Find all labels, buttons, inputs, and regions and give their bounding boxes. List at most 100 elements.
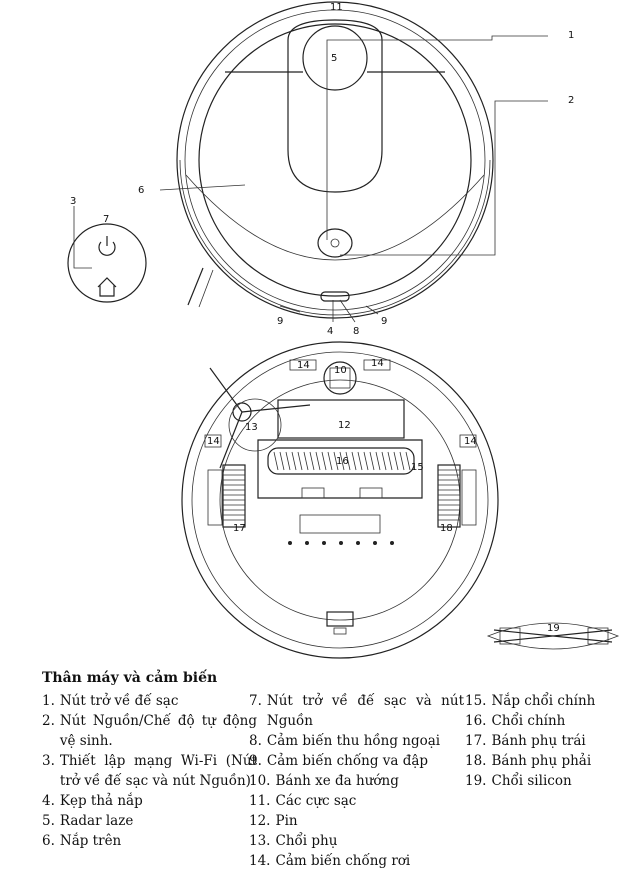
legend-item: 4.Kẹp thả nắp <box>42 791 257 811</box>
legend-item-text: Bánh phụ trái <box>491 733 586 749</box>
legend-item-text: Các cực sạc <box>275 793 357 809</box>
legend-item: 3.Thiết lập mạng Wi-Fi (Nút trở về đế sạ… <box>42 751 257 791</box>
legend-item-number: 10. <box>249 773 271 789</box>
legend-item: 10.Bánh xe đa hướng <box>249 771 464 791</box>
callout-8: 8 <box>353 326 359 337</box>
callout-4: 4 <box>327 326 333 337</box>
legend-item-text: Nút Nguồn/Chế độ tự động vệ sinh. <box>59 713 257 749</box>
legend-item: 16.Chổi chính <box>465 711 625 731</box>
callout-14d: 14 <box>464 436 477 447</box>
legend-item: 11.Các cực sạc <box>249 791 464 811</box>
legend-item-number: 13. <box>249 833 271 849</box>
legend-item: 17.Bánh phụ trái <box>465 731 625 751</box>
legend-item-number: 5. <box>42 813 55 829</box>
callout-17: 17 <box>233 523 246 534</box>
legend-item-number: 19. <box>465 773 487 789</box>
power-icon <box>98 236 116 256</box>
side-brush <box>232 402 252 422</box>
legend-item: 15.Nắp chổi chính <box>465 691 625 711</box>
callout-14c: 14 <box>207 436 220 447</box>
legend-item-number: 9. <box>249 753 262 769</box>
legend-item: 5.Radar laze <box>42 811 257 831</box>
legend-item-text: Chổi phụ <box>275 833 338 849</box>
callout-7: 7 <box>103 214 109 225</box>
bottom-view <box>181 341 499 659</box>
legend-item-text: Thiết lập mạng Wi-Fi (Nút trở về đế sạc … <box>59 753 257 789</box>
legend-item-number: 8. <box>249 733 262 749</box>
legend-item-number: 14. <box>249 853 271 869</box>
callout-5: 5 <box>331 53 337 64</box>
callout-18: 18 <box>440 523 453 534</box>
legend-item-number: 12. <box>249 813 271 829</box>
legend-item-text: Nắp trên <box>59 833 122 849</box>
callout-15: 15 <box>411 462 424 473</box>
laser-radar <box>302 25 368 91</box>
legend-item: 12.Pin <box>249 811 464 831</box>
callout-1: 1 <box>568 30 574 41</box>
legend-item-number: 6. <box>42 833 55 849</box>
callout-19: 19 <box>547 623 560 634</box>
legend-item: 7.Nút trở về đế sạc và nút Nguồn <box>249 691 464 731</box>
callout-6: 6 <box>138 185 144 196</box>
legend: Thân máy và cảm biến 1.Nút trở về đế sạc… <box>42 668 622 869</box>
legend-item: 14.Cảm biến chống rơi <box>249 851 464 871</box>
legend-item-number: 11. <box>249 793 271 809</box>
legend-item: 18.Bánh phụ phải <box>465 751 625 771</box>
callout-3: 3 <box>70 196 76 207</box>
legend-item-number: 18. <box>465 753 487 769</box>
radar-housing <box>287 19 383 193</box>
callout-9a: 9 <box>277 316 283 327</box>
caster-wheel <box>323 361 357 395</box>
right-wheel <box>437 464 461 528</box>
callout-12: 12 <box>338 420 351 431</box>
top-buttons <box>317 228 353 258</box>
main-brush-cover <box>257 439 423 499</box>
legend-item-number: 7. <box>249 693 262 709</box>
callout-11: 11 <box>330 2 343 13</box>
legend-item-text: Chổi chính <box>491 713 566 729</box>
legend-item-text: Radar laze <box>59 813 134 829</box>
legend-item: 6.Nắp trên <box>42 831 257 851</box>
callout-9b: 9 <box>381 316 387 327</box>
robot-vacuum-diagram: 11 1 2 5 6 3 7 9 4 8 9 14 10 14 12 13 14… <box>67 1 620 659</box>
legend-item: 19.Chổi silicon <box>465 771 625 791</box>
legend-item-number: 3. <box>42 753 55 769</box>
main-brush <box>267 447 415 475</box>
legend-item: 13.Chổi phụ <box>249 831 464 851</box>
legend-item-text: Cảm biến chống va đập <box>266 753 429 769</box>
legend-item-number: 4. <box>42 793 55 809</box>
legend-item-text: Cảm biến thu hồng ngoại <box>266 733 441 749</box>
legend-item-text: Nút trở về đế sạc và nút Nguồn <box>266 693 464 729</box>
legend-item-text: Bánh phụ phải <box>491 753 592 769</box>
button-inset <box>67 206 147 303</box>
callout-2: 2 <box>568 95 574 106</box>
legend-item-number: 2. <box>42 713 55 729</box>
top-view <box>159 1 548 323</box>
callout-13: 13 <box>245 422 258 433</box>
legend-item-number: 16. <box>465 713 487 729</box>
legend-item-text: Cảm biến chống rơi <box>275 853 411 869</box>
callout-16: 16 <box>336 456 349 467</box>
silicone-brush <box>486 622 620 650</box>
legend-item-text: Nắp chổi chính <box>491 693 596 709</box>
legend-item-text: Bánh xe đa hướng <box>275 773 399 789</box>
legend-item-text: Kẹp thả nắp <box>59 793 143 809</box>
callout-14b: 14 <box>371 358 384 369</box>
legend-item: 8.Cảm biến thu hồng ngoại <box>249 731 464 751</box>
legend-item-text: Pin <box>275 813 298 829</box>
legend-item: 2.Nút Nguồn/Chế độ tự động vệ sinh. <box>42 711 257 751</box>
callout-10: 10 <box>334 365 347 376</box>
battery <box>277 399 405 439</box>
home-icon <box>97 277 117 297</box>
legend-title: Thân máy và cảm biến <box>42 670 218 686</box>
legend-item-number: 15. <box>465 693 487 709</box>
callout-14a: 14 <box>297 360 310 371</box>
legend-item: 1.Nút trở về đế sạc <box>42 691 257 711</box>
legend-item-number: 17. <box>465 733 487 749</box>
legend-item-number: 1. <box>42 693 55 709</box>
legend-item-text: Nút trở về đế sạc <box>59 693 179 709</box>
legend-item: 9.Cảm biến chống va đập <box>249 751 464 771</box>
